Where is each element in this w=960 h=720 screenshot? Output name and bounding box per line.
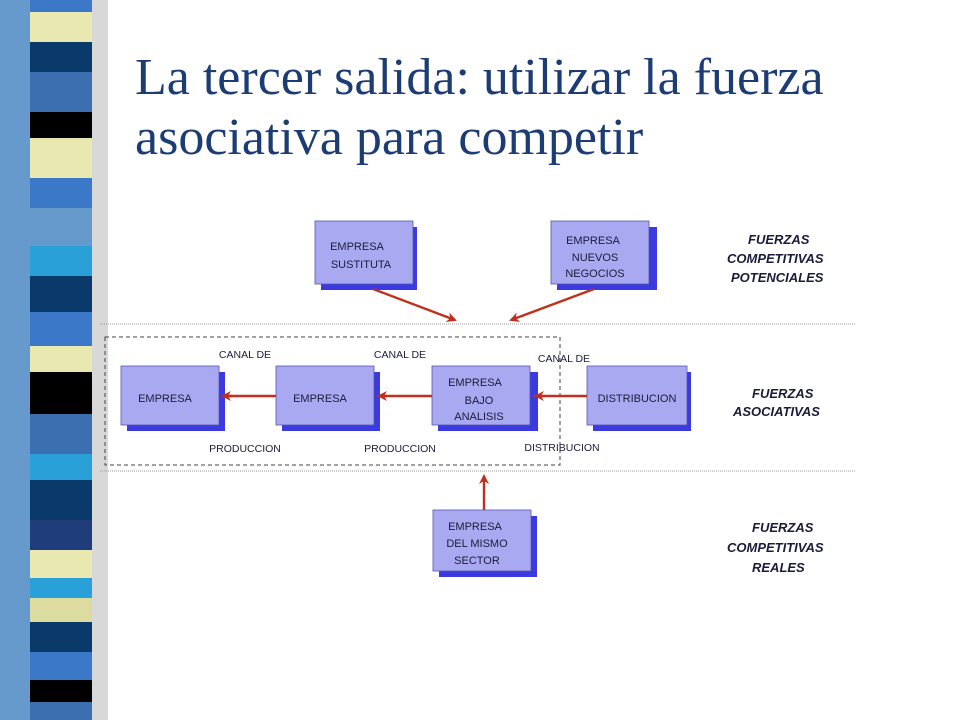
stripe-block bbox=[30, 246, 92, 276]
stripe-block bbox=[30, 208, 92, 246]
channel-label: CANAL DE bbox=[219, 349, 271, 361]
box-distribucion: DISTRIBUCION bbox=[586, 365, 691, 431]
box-label-line: BAJO bbox=[465, 395, 494, 407]
stripe-block bbox=[30, 578, 92, 598]
box-label-line: EMPRESA bbox=[293, 393, 347, 405]
stripe-block bbox=[30, 0, 92, 12]
slide-title-line-1: La tercer salida: utilizar la fuerza bbox=[135, 49, 824, 106]
side-label-line: POTENCIALES bbox=[731, 270, 824, 285]
stripe-block bbox=[30, 72, 92, 112]
stripe-block bbox=[30, 372, 92, 414]
side-label-line: FUERZAS bbox=[752, 386, 814, 401]
side-label-reales: FUERZAS COMPETITIVAS REALES bbox=[727, 520, 824, 575]
stripe-block bbox=[30, 520, 92, 550]
stripe-block bbox=[30, 480, 92, 520]
arrow-sustituta-to-bajo-analisis bbox=[372, 287, 457, 322]
stripe-block bbox=[30, 550, 92, 578]
box-empresa-nuevos-negocios: EMPRESA NUEVOS NEGOCIOS bbox=[550, 220, 657, 290]
stripe-block bbox=[30, 12, 92, 42]
box-empresa-1: EMPRESA bbox=[120, 365, 225, 431]
stripe-block bbox=[30, 276, 92, 312]
box-empresa-mismo-sector: EMPRESA DEL MISMO SECTOR bbox=[432, 509, 537, 577]
stripe-block bbox=[30, 414, 92, 454]
stripe-block bbox=[30, 652, 92, 680]
box-label-line: NUEVOS bbox=[572, 252, 618, 264]
stripe-block bbox=[30, 312, 92, 346]
stripe-block bbox=[30, 346, 92, 372]
box-label-line: EMPRESA bbox=[448, 377, 502, 389]
box-label-line: NEGOCIOS bbox=[565, 268, 624, 280]
box-label-line: ANALISIS bbox=[454, 411, 504, 423]
stripe-block bbox=[30, 112, 92, 138]
box-label-line: SUSTITUTA bbox=[331, 259, 392, 271]
box-label-line: EMPRESA bbox=[330, 241, 384, 253]
decorative-stripe-bar bbox=[0, 0, 108, 720]
stripe-block bbox=[30, 702, 92, 720]
side-label-line: COMPETITIVAS bbox=[727, 251, 824, 266]
box-empresa-bajo-analisis: EMPRESA BAJO ANALISIS bbox=[431, 365, 538, 431]
channel-label: PRODUCCION bbox=[209, 443, 281, 455]
side-label-potenciales: FUERZAS COMPETITIVAS POTENCIALES bbox=[727, 232, 824, 285]
channel-label: DISTRIBUCION bbox=[524, 442, 599, 454]
stripe-block bbox=[30, 598, 92, 622]
channel-label: CANAL DE bbox=[538, 353, 590, 365]
side-label-line: FUERZAS bbox=[748, 232, 810, 247]
side-label-asociativas: FUERZAS ASOCIATIVAS bbox=[732, 386, 820, 419]
stripe-block bbox=[30, 454, 92, 480]
side-label-line: REALES bbox=[752, 560, 805, 575]
stripe-block bbox=[30, 42, 92, 72]
stripe-block bbox=[30, 178, 92, 208]
stripe-block bbox=[30, 680, 92, 702]
side-label-line: FUERZAS bbox=[752, 520, 814, 535]
box-empresa-sustituta: EMPRESA SUSTITUTA bbox=[314, 220, 417, 290]
box-label-line: EMPRESA bbox=[448, 521, 502, 533]
slide-title-line-2: asociativa para competir bbox=[135, 109, 644, 166]
associative-group-frame bbox=[104, 336, 561, 466]
channel-label: CANAL DE bbox=[374, 349, 426, 361]
channel-label: PRODUCCION bbox=[364, 443, 436, 455]
box-label-line: DEL MISMO bbox=[446, 538, 508, 550]
arrow-nuevos-to-bajo-analisis bbox=[509, 287, 595, 322]
box-label-line: SECTOR bbox=[454, 555, 500, 567]
box-label-line: DISTRIBUCION bbox=[598, 393, 677, 405]
stripe-block bbox=[30, 622, 92, 652]
box-empresa-2: EMPRESA bbox=[275, 365, 380, 431]
box-label-line: EMPRESA bbox=[566, 235, 620, 247]
side-label-line: COMPETITIVAS bbox=[727, 540, 824, 555]
box-label-line: EMPRESA bbox=[138, 393, 192, 405]
slide-title: La tercer salida: utilizar la fuerza aso… bbox=[135, 48, 935, 168]
stripe-block bbox=[30, 138, 92, 178]
side-label-line: ASOCIATIVAS bbox=[732, 404, 820, 419]
